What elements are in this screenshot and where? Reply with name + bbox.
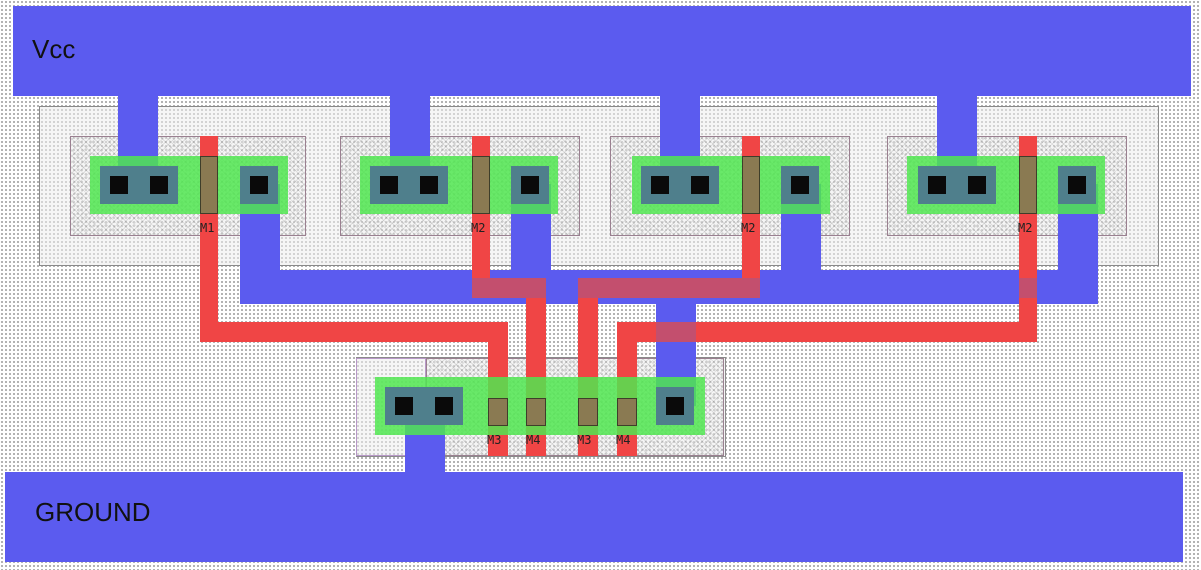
crossing-overlap-4 [656,322,696,342]
contact-2a [380,176,398,194]
contact-3b [691,176,709,194]
contact-2b [420,176,438,194]
vcc-rail [13,6,1191,96]
transistor-label-m4-b: M4 [616,433,631,447]
transistor-label-m2-c: M2 [1018,221,1033,235]
poly-m2b-horizontal [578,278,760,298]
gate-m4-a [526,398,546,426]
transistor-label-m2-b: M2 [741,221,756,235]
gate-m2-c [1019,156,1037,214]
contact-1a [110,176,128,194]
ground-rail [5,472,1183,562]
transistor-label-m4-a: M4 [526,433,541,447]
contact-3c [791,176,809,194]
poly-m1-horizontal [200,322,508,342]
contact-2c [521,176,539,194]
transistor-label-m2-a: M2 [471,221,486,235]
contact-4b [968,176,986,194]
vcc-label: Vcc [32,34,76,64]
gate-m1 [200,156,218,214]
crossing-overlap-2 [578,278,760,298]
gate-m3-b [578,398,598,426]
crossing-overlap-3 [1019,278,1037,298]
contact-1b [150,176,168,194]
ground-label: GROUND [35,497,151,527]
gate-m2-a [472,156,490,214]
contact-output [666,397,684,415]
contact-4c [1068,176,1086,194]
contact-1c [250,176,268,194]
contact-3a [651,176,669,194]
poly-m2c-horizontal [617,322,1037,342]
crossing-overlap-1 [472,278,546,298]
transistor-label-m3-b: M3 [577,433,592,447]
contact-4a [928,176,946,194]
contact-ground-b [435,397,453,415]
gate-m2-b [742,156,760,214]
gate-m3-a [488,398,508,426]
transistor-label-m3-a: M3 [487,433,502,447]
contact-ground-a [395,397,413,415]
gate-m4-b [617,398,637,426]
transistor-label-m1: M1 [200,221,215,235]
